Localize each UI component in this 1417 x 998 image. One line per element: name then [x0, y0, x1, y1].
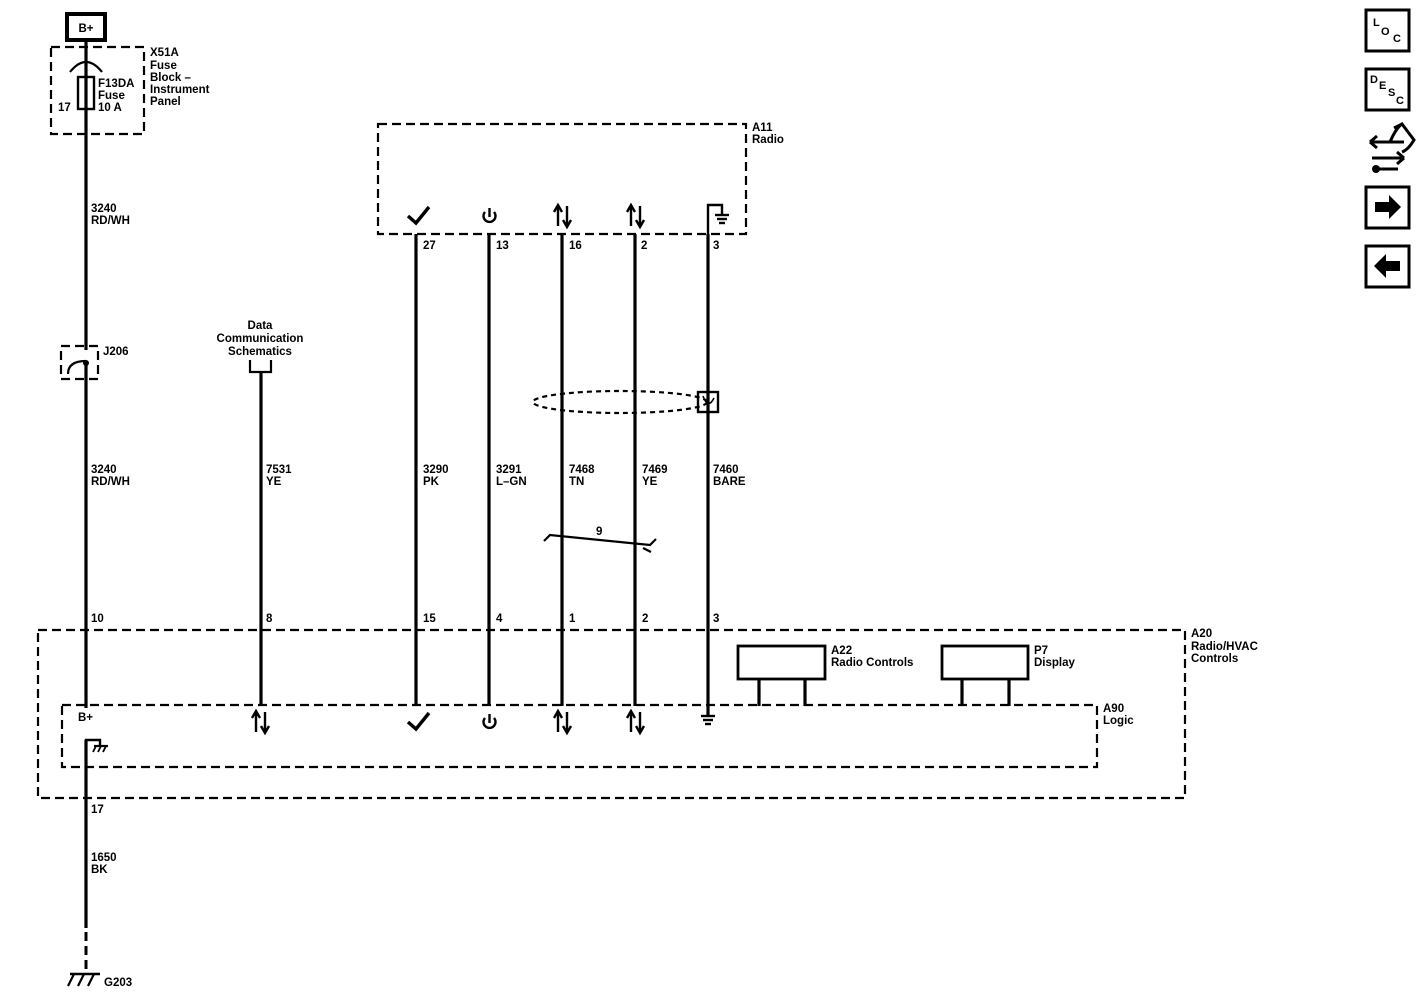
wire-3240-b-color: RD/WH	[91, 476, 130, 488]
twisted-pair-marker	[543, 533, 657, 547]
hvac-pin-15: 15	[423, 613, 436, 625]
radio-controls-name: Radio Controls	[831, 657, 913, 669]
bidirectional-arrow-icon	[552, 202, 573, 230]
chassis-ground-internal-icon	[84, 738, 108, 753]
power-icon	[482, 714, 497, 730]
power-icon	[482, 208, 497, 224]
svg-text:E: E	[1379, 80, 1386, 92]
radio-controls-ref: A22	[831, 645, 852, 657]
fuse-block-name-4: Panel	[150, 96, 181, 108]
bidirectional-arrow-icon	[552, 708, 573, 736]
hvac-pin-1: 1	[569, 613, 576, 625]
svg-text:O: O	[1381, 26, 1390, 38]
data-comm-line-3: Schematics	[228, 346, 292, 358]
data-comm-connector[interactable]	[248, 360, 273, 374]
radio-name: Radio	[752, 134, 784, 146]
splice-j206	[59, 344, 100, 381]
loc-button[interactable]: L O C	[1364, 8, 1411, 53]
data-comm-line-2: Communication	[217, 333, 304, 345]
arrow-right-icon	[1375, 195, 1401, 219]
radio-controls-a22	[736, 644, 827, 681]
hvac-pin-2: 2	[642, 613, 648, 625]
fuse-block-name-2: Block –	[150, 72, 192, 84]
fuse-pin: 17	[58, 102, 71, 114]
bidirectional-arrow-icon	[625, 202, 646, 230]
display-name: Display	[1034, 657, 1076, 669]
hvac-pin-4: 4	[496, 613, 503, 625]
data-comm-line-1: Data	[248, 320, 274, 332]
hvac-pin-3: 3	[713, 613, 719, 625]
splice-ref: J206	[103, 346, 129, 358]
display-ref: P7	[1034, 645, 1048, 657]
desc-button[interactable]: D E S C	[1364, 67, 1411, 112]
wire-3290-color: PK	[423, 476, 440, 488]
arrow-left-button[interactable]	[1364, 244, 1411, 289]
ground-wire-circuit: 1650	[91, 852, 117, 864]
wire-7531-color: YE	[266, 476, 282, 488]
fuse-ref: F13DA	[98, 78, 134, 90]
bidirectional-arrow-icon	[250, 708, 271, 736]
logic-a90	[60, 703, 1099, 769]
shield-ellipse	[531, 389, 709, 415]
wire-7460-color: BARE	[713, 476, 746, 488]
hvac-pin-8: 8	[266, 613, 273, 625]
display-p7	[940, 644, 1030, 681]
battery-source: B+	[65, 12, 107, 42]
wire-3240-a-color: RD/WH	[91, 215, 130, 227]
fuse-rating: 10 A	[98, 102, 122, 114]
ground-wire-color: BK	[91, 864, 108, 876]
logic-ref: A90	[1103, 703, 1124, 715]
wire-7468-circuit: 7468	[569, 464, 595, 476]
ground-icon	[706, 203, 729, 234]
wire-7469-color: YE	[642, 476, 658, 488]
twist-label: 9	[596, 526, 602, 538]
ground-icon	[701, 714, 715, 726]
wire-7460-circuit: 7460	[713, 464, 739, 476]
radio-a11	[376, 122, 748, 236]
battery-label: B+	[78, 23, 93, 35]
svg-text:S: S	[1388, 87, 1395, 99]
fuse-label: Fuse	[98, 90, 125, 102]
radio-ref: A11	[752, 122, 773, 134]
fuse-block-name-3: Instrument	[150, 84, 210, 96]
svg-text:L: L	[1373, 17, 1380, 29]
wire-3240-b-circuit: 3240	[91, 464, 117, 476]
ground-pin: 17	[91, 804, 104, 816]
arrow-left-icon	[1374, 254, 1400, 278]
wire-7469-circuit: 7469	[642, 464, 668, 476]
svg-text:D: D	[1370, 74, 1378, 86]
hvac-name-2: Controls	[1191, 653, 1238, 665]
fuse-block-ref: X51A	[150, 47, 179, 59]
wire-3291-color: L–GN	[496, 476, 527, 488]
radio-pin-13: 13	[496, 240, 509, 252]
fuse-block-name-1: Fuse	[150, 60, 177, 72]
drain-splice	[696, 390, 720, 414]
radio-pin-3: 3	[713, 240, 719, 252]
fuse-block-x51a	[49, 45, 146, 136]
checkmark-icon	[406, 205, 431, 226]
logic-name: Logic	[1103, 715, 1134, 727]
chassis-ground-icon	[67, 972, 100, 987]
hvac-name-1: Radio/HVAC	[1191, 641, 1258, 653]
arrow-right-button[interactable]	[1364, 185, 1411, 230]
svg-text:C: C	[1393, 33, 1401, 45]
wire-7468-color: TN	[569, 476, 584, 488]
hvac-pin-10: 10	[91, 613, 104, 625]
connector-flow-icon[interactable]	[1369, 121, 1416, 173]
ground-ref: G203	[104, 977, 132, 989]
svg-text:C: C	[1396, 95, 1404, 107]
wire-3240-a-circuit: 3240	[91, 203, 117, 215]
radio-pin-2: 2	[641, 240, 647, 252]
radio-pin-27: 27	[423, 240, 436, 252]
wire-3290-circuit: 3290	[423, 464, 449, 476]
bidirectional-arrow-icon	[625, 708, 646, 736]
logic-bplus: B+	[78, 712, 93, 724]
radio-pin-16: 16	[569, 240, 582, 252]
wire-7531-circuit: 7531	[266, 464, 292, 476]
checkmark-icon	[406, 711, 431, 732]
wire-3291-circuit: 3291	[496, 464, 522, 476]
hvac-ref: A20	[1191, 628, 1212, 640]
